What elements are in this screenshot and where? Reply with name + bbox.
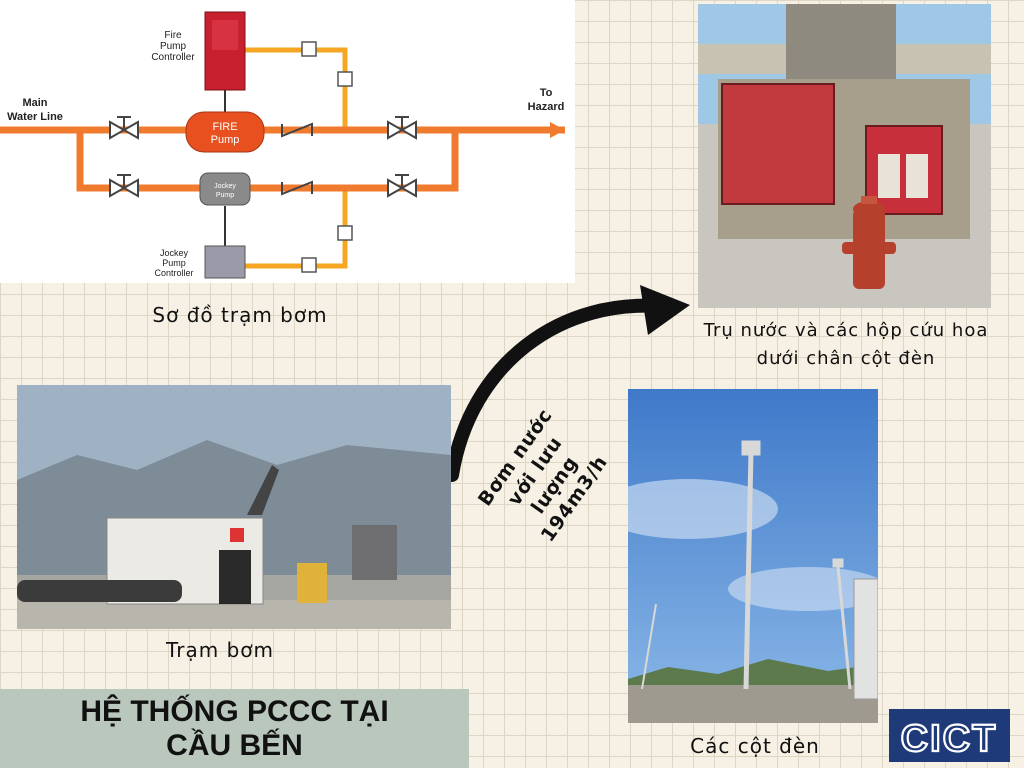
pump-station-photo (17, 385, 451, 629)
to-hazard-label: To Hazard (528, 87, 565, 113)
light-pole-icon (641, 603, 657, 690)
svg-text:Pump: Pump (216, 192, 234, 199)
light-pole-icon (832, 558, 852, 690)
page-title: HỆ THỐNG PCCC TẠI CẦU BẾN (70, 695, 400, 763)
fire-pump-controller-label: Fire Pump Controller (151, 30, 195, 63)
title-line2: CẦU BẾN (166, 728, 303, 762)
title-box: HỆ THỐNG PCCC TẠI CẦU BẾN (0, 689, 469, 768)
svg-text:Controller: Controller (151, 52, 195, 63)
pump-station-diagram: Fire Pump Controller Main Water Line To … (0, 0, 575, 283)
diagram-caption: Sơ đồ trạm bơm (152, 303, 328, 327)
hydrant-caption-line1: Trụ nước và các hộp cứu hoa (703, 320, 989, 341)
pressure-switch-icon (337, 71, 353, 87)
fire-box-left (721, 83, 835, 205)
jockey-pump-controller-box (204, 245, 246, 279)
light-poles-photo (628, 389, 878, 723)
svg-text:Controller: Controller (154, 268, 193, 278)
poles-caption: Các cột đèn (690, 734, 820, 758)
gate-valve-icon (109, 178, 127, 198)
sign-icon (230, 528, 244, 542)
fire-box-right (865, 125, 943, 215)
check-valve-icon (281, 180, 313, 196)
flow-arrow-icon (550, 122, 565, 138)
svg-text:Pump: Pump (160, 41, 187, 52)
pressure-switch-icon (301, 41, 317, 57)
gate-valve-icon (109, 120, 127, 140)
fire-pump-shape (185, 111, 265, 153)
svg-text:FIRE: FIRE (212, 121, 237, 133)
bypass-pipe (76, 130, 459, 192)
control-line-bottom (240, 190, 348, 269)
svg-text:Water Line: Water Line (7, 111, 63, 123)
svg-text:Fire: Fire (164, 30, 182, 41)
light-pole-icon (741, 440, 761, 690)
svg-text:To: To (540, 87, 553, 99)
gate-valve-icon (387, 178, 405, 198)
pressure-switch-icon (301, 257, 317, 273)
gate-valve-icon (387, 120, 405, 140)
station-caption: Trạm bơm (165, 638, 274, 662)
jockey-pump-label: Jockey Pump (214, 183, 236, 199)
control-line-top (240, 47, 348, 128)
jockey-pump-shape (199, 172, 251, 206)
crane-icon (247, 465, 279, 515)
hydrant-caption: Trụ nước và các hộp cứu hoa dưới chân cộ… (690, 317, 1002, 373)
hydrant-icon (842, 196, 896, 289)
pressure-switch-icon (337, 225, 353, 241)
curved-arrow-icon (445, 285, 690, 482)
svg-text:Pump: Pump (211, 134, 240, 146)
svg-text:Hazard: Hazard (528, 101, 565, 113)
hydrant-photo (698, 4, 991, 308)
svg-text:Jockey: Jockey (214, 183, 236, 190)
main-water-line-label: Main Water Line (7, 97, 63, 123)
diagram-svg: Fire Pump Controller Main Water Line To … (0, 11, 565, 279)
cict-logo: CICT (889, 709, 1010, 762)
svg-text:Main: Main (22, 97, 47, 109)
title-line1: HỆ THỐNG PCCC TẠI (80, 694, 389, 728)
fire-pump-label: FIRE Pump (211, 121, 240, 146)
logo-text: CICT (901, 718, 998, 760)
pump-house-door (219, 550, 251, 604)
svg-text:Jockey: Jockey (160, 248, 189, 258)
svg-text:Pump: Pump (162, 258, 186, 268)
check-valve-icon (281, 122, 313, 138)
hydrant-caption-line2: dưới chân cột đèn (756, 348, 936, 369)
jockey-pump-controller-label: Jockey Pump Controller (154, 248, 193, 278)
